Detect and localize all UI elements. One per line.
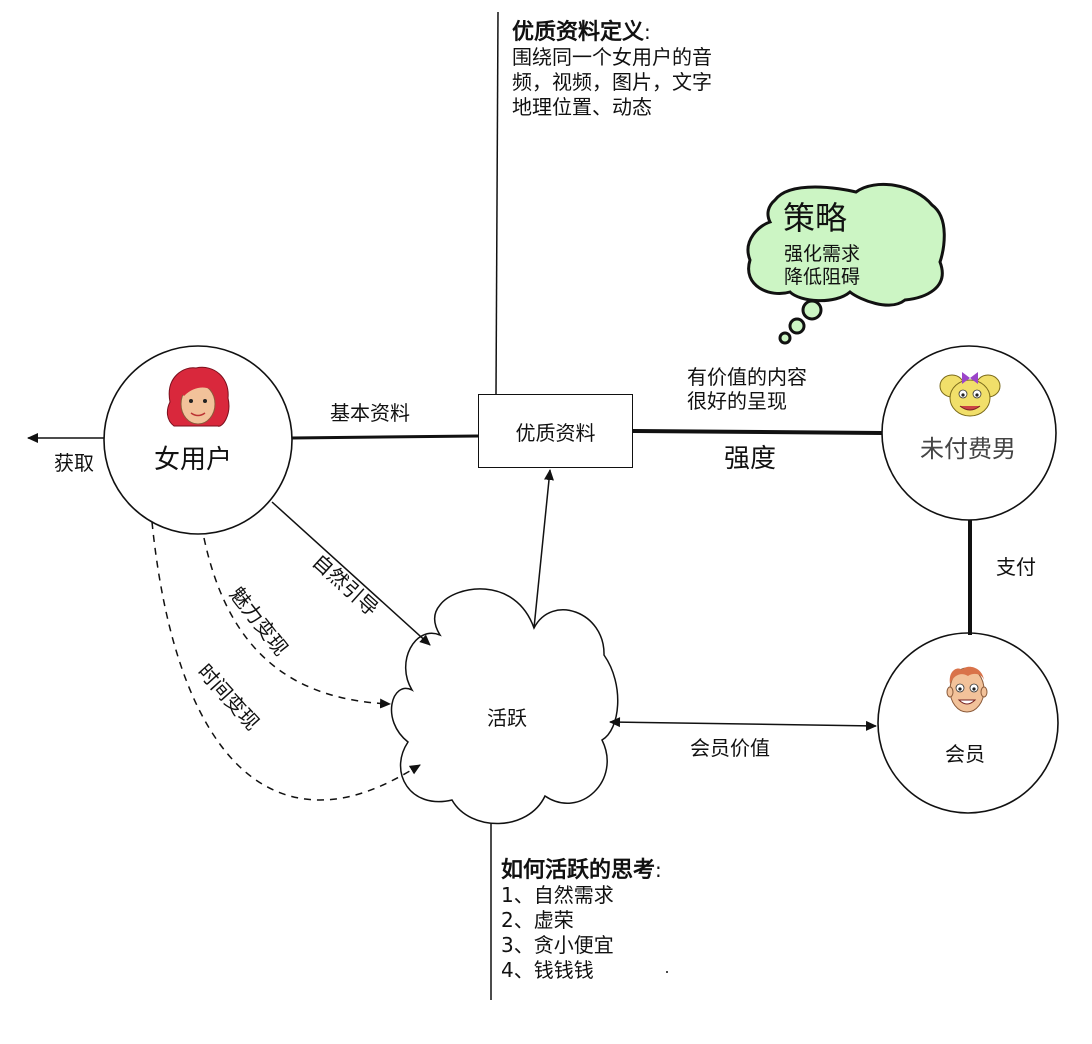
valuable-content-label: 有价值的内容 很好的呈现 (687, 365, 807, 413)
female-user-node[interactable] (103, 345, 293, 535)
female-avatar-icon (166, 366, 230, 427)
valuable-content-line-2: 很好的呈现 (687, 389, 787, 413)
thinking-item-2: 2、虚荣 (501, 908, 574, 932)
definition-heading: 优质资料定义: (512, 20, 712, 45)
mouse-girl-avatar-icon (939, 372, 1001, 417)
unpaid-male-node[interactable] (881, 345, 1057, 521)
definition-block: 优质资料定义: 围绕同一个女用户的音 频，视频，图片，文字 地理位置、动态 (512, 20, 712, 120)
definition-line-3: 地理位置、动态 (512, 95, 652, 119)
edge-time-monetize (151, 521, 421, 801)
strategy-line-1: 强化需求 (784, 243, 861, 265)
definition-colon: : (644, 20, 651, 44)
intensity-label: 强度 (724, 444, 777, 474)
active-cloud-node[interactable] (390, 588, 619, 825)
pay-label: 支付 (996, 555, 1036, 579)
thinking-item-4: 4、钱钱钱 (501, 958, 594, 982)
strategy-title: 策略 (783, 199, 848, 237)
edge-charm-monetize (203, 537, 391, 709)
unpaid-male-label: 未付费男 (920, 435, 1016, 463)
thinking-block: 如何活跃的思考: 1、自然需求 2、虚荣 3、贪小便宜 4、钱钱钱 (501, 858, 662, 983)
strategy-line-2: 降低阻碍 (784, 266, 861, 288)
thinking-item-1: 1、自然需求 (501, 883, 614, 907)
edge-active-to-quality (533, 469, 554, 629)
acquire-label: 获取 (54, 451, 94, 475)
edge-intensity (631, 429, 883, 435)
member-value-label: 会员价值 (690, 736, 770, 760)
member-node[interactable] (877, 632, 1059, 814)
quality-profile-node[interactable]: 优质资料 (478, 394, 633, 468)
definition-line-2: 频，视频，图片，文字 (512, 70, 712, 94)
valuable-content-line-1: 有价值的内容 (687, 365, 807, 389)
edge-member-value (609, 717, 877, 731)
member-label: 会员 (945, 742, 985, 766)
edge-basic-profile (291, 434, 479, 440)
edge-natural-guide (271, 501, 431, 646)
active-label: 活跃 (487, 706, 527, 730)
strategy-thought-bubble (746, 182, 946, 307)
thinking-title: 如何活跃的思考 (501, 858, 656, 883)
male-avatar-icon (946, 666, 988, 713)
stray-dot (666, 971, 668, 973)
female-user-label: 女用户 (154, 445, 233, 475)
strategy-lines: 强化需求 降低阻碍 (784, 243, 860, 289)
definition-title: 优质资料定义 (512, 20, 645, 45)
thought-dot-large (801, 299, 823, 321)
thought-dot-small (778, 331, 792, 345)
basic-profile-label: 基本资料 (330, 401, 410, 425)
thinking-item-3: 3、贪小便宜 (501, 933, 614, 957)
divider-top (495, 11, 499, 395)
quality-profile-label: 优质资料 (515, 420, 596, 445)
thought-dot-medium (788, 317, 806, 335)
definition-line-1: 围绕同一个女用户的音 (512, 45, 712, 69)
thinking-heading: 如何活跃的思考: (501, 858, 662, 883)
thinking-colon: : (655, 858, 662, 882)
